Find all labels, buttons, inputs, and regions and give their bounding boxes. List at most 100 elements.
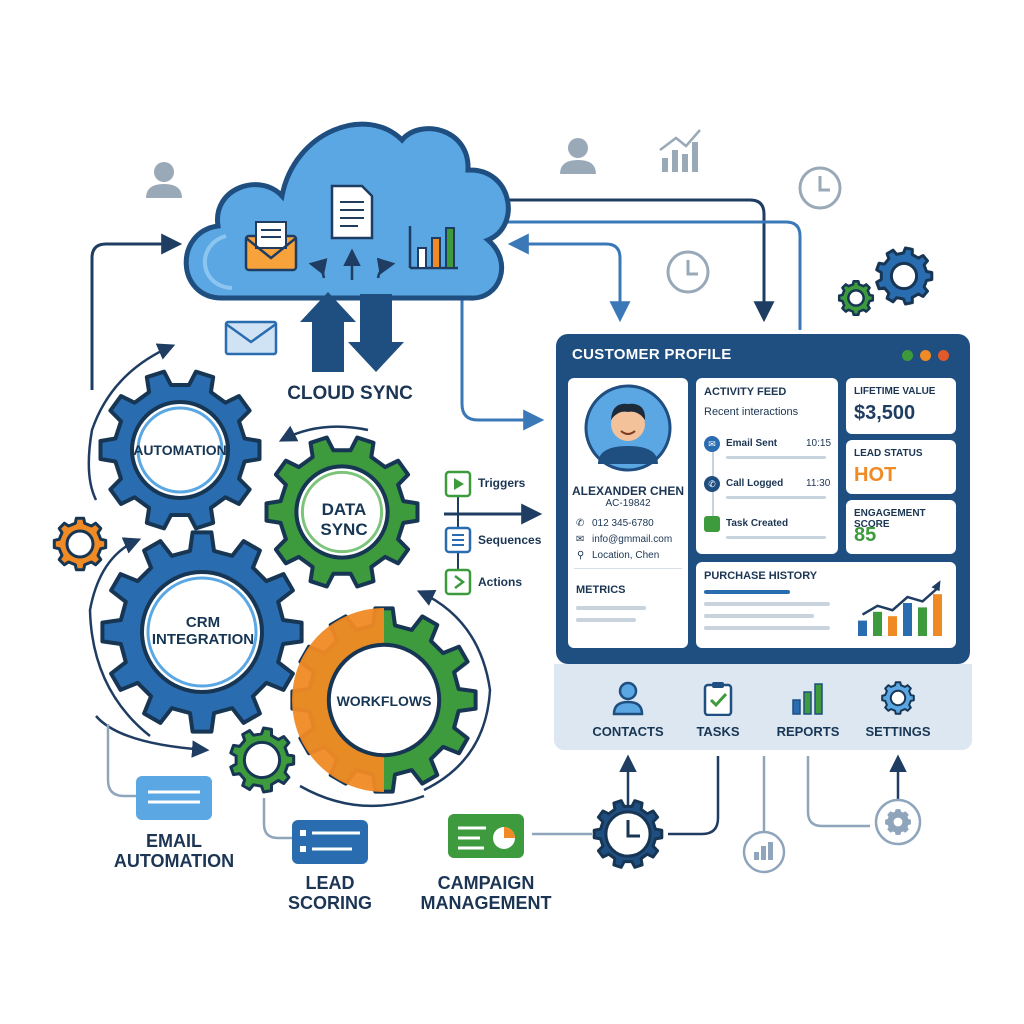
lead-scoring-label: LEAD SCORING — [272, 873, 388, 914]
clock-hands — [626, 820, 640, 838]
email-icon: ✉ — [576, 534, 585, 545]
bar-chart-icon — [792, 683, 823, 715]
bottom-arrows — [619, 754, 907, 836]
nav-item-reports[interactable]: REPORTS — [758, 664, 858, 750]
activity-feed-card: ACTIVITY FEED Recent interactions ✉ Emai… — [696, 378, 838, 554]
data-sync-gear — [264, 435, 420, 589]
gear-icon — [881, 681, 915, 715]
window-dot-orange[interactable] — [920, 350, 931, 361]
task-check-icon — [704, 516, 720, 532]
activity-item-label: Email Sent — [726, 438, 778, 449]
secondary-connectors — [460, 220, 802, 431]
metric-line — [576, 618, 636, 622]
sequence-label-actions: Actions — [478, 575, 523, 589]
purchase-bar — [933, 594, 942, 636]
campaign-chip-icon — [448, 814, 524, 858]
gear-icon — [881, 681, 915, 715]
user-icon — [146, 162, 182, 198]
nav-item-tasks[interactable]: TASKS — [668, 664, 768, 750]
activity-item-time: 11:30 — [806, 478, 831, 489]
gear-label-workflows: WORKFLOWS — [336, 693, 432, 709]
nav-label: SETTINGS — [865, 724, 931, 739]
gear-flow-arrows — [87, 343, 492, 808]
envelope-icon — [244, 221, 298, 272]
nav-label: REPORTS — [776, 724, 840, 739]
nav-item-contacts[interactable]: CONTACTS — [578, 664, 678, 750]
divider — [574, 568, 682, 569]
stat-card-engagement-score: ENGAGEMENT SCORE 85 — [846, 500, 956, 554]
gear-icon — [837, 279, 875, 317]
activity-feed-title: ACTIVITY FEED — [704, 386, 787, 398]
email-automation-chip-icon — [136, 776, 212, 820]
purchase-line — [704, 602, 830, 606]
stat-value: 85 — [854, 524, 877, 546]
campaign-management-line-1: CAMPAIGN — [437, 873, 535, 893]
avatar — [584, 384, 672, 472]
sequence-column — [444, 470, 472, 596]
sync-arrows-icon — [300, 292, 404, 372]
email-automation-label: EMAIL AUTOMATION — [104, 831, 244, 872]
gear-label-crm: CRM — [185, 614, 221, 631]
purchase-bar — [858, 620, 867, 636]
user-icon — [612, 681, 644, 716]
activity-item[interactable]: ✆ Call Logged 11:30 — [702, 476, 832, 510]
bar-chart-icon — [408, 226, 458, 270]
gear-label-sync: SYNC — [320, 519, 368, 539]
stat-value: HOT — [854, 464, 897, 486]
metric-line — [576, 606, 646, 610]
activity-item-time: 10:15 — [806, 438, 832, 449]
clock-icon — [666, 250, 710, 294]
lead-scoring-chip-icon — [292, 820, 368, 864]
location-icon: ⚲ — [577, 550, 585, 561]
trend-arrow-head — [931, 580, 941, 592]
gear-label-automation: AUTOMATION — [133, 442, 227, 458]
nav-label: TASKS — [696, 724, 740, 739]
crm-integration-gear — [100, 530, 304, 734]
profile-nav-bar: CONTACTS TASKS REPORTS SETTINGS — [554, 664, 972, 750]
report-circle-icon — [742, 830, 786, 874]
purchase-line — [704, 590, 790, 594]
activity-line — [726, 456, 826, 459]
stat-label: LEAD STATUS — [854, 448, 923, 459]
activity-item[interactable]: Task Created — [702, 516, 832, 550]
activity-feed-subtitle: Recent interactions — [704, 406, 799, 418]
window-dot-green[interactable] — [902, 350, 913, 361]
orange-gear-icon — [52, 516, 108, 572]
nav-item-settings[interactable]: SETTINGS — [848, 664, 948, 750]
lead-scoring-line-1: LEAD — [305, 873, 355, 893]
customer-phone: 012 345-6780 — [592, 518, 654, 529]
customer-email[interactable]: info@gmmail.com — [592, 534, 673, 545]
mail-icon: ✉ — [704, 436, 720, 452]
purchase-bar — [903, 603, 912, 636]
campaign-management-line-2: MANAGEMENT — [420, 892, 552, 913]
window-dot-red[interactable] — [938, 350, 949, 361]
automation-gear — [98, 369, 262, 531]
phone-icon: ✆ — [576, 518, 585, 529]
activity-line — [726, 536, 826, 539]
purchase-bar — [873, 611, 882, 636]
gear-icon — [885, 809, 911, 835]
sequence-label-triggers: Triggers — [478, 476, 526, 490]
email-automation-line-2: AUTOMATION — [113, 850, 235, 871]
purchase-trend-chart — [858, 580, 942, 636]
lead-scoring-line-2: SCORING — [287, 892, 372, 913]
document-icon — [330, 184, 374, 240]
activity-item-label: Call Logged — [726, 478, 784, 489]
green-gear-icon — [229, 726, 296, 794]
user-icon — [560, 138, 596, 174]
cloud-inner-arrows — [308, 248, 396, 280]
activity-item-label: Task Created — [726, 518, 789, 529]
purchase-line — [704, 614, 814, 618]
purchase-history-title: PURCHASE HISTORY — [704, 570, 818, 582]
cloud-sync-label: CLOUD SYNC — [287, 383, 413, 404]
activity-item[interactable]: ✉ Email Sent 10:15 — [702, 436, 832, 470]
gear-label-data-sync: DATA SYNC — [294, 500, 394, 539]
stat-value: $3,500 — [854, 402, 916, 424]
mail-icon — [224, 320, 278, 356]
bottom-connectors — [106, 724, 870, 840]
activity-line — [726, 496, 826, 499]
purchase-line — [704, 626, 830, 630]
gear-label-integration: INTEGRATION — [151, 631, 255, 649]
